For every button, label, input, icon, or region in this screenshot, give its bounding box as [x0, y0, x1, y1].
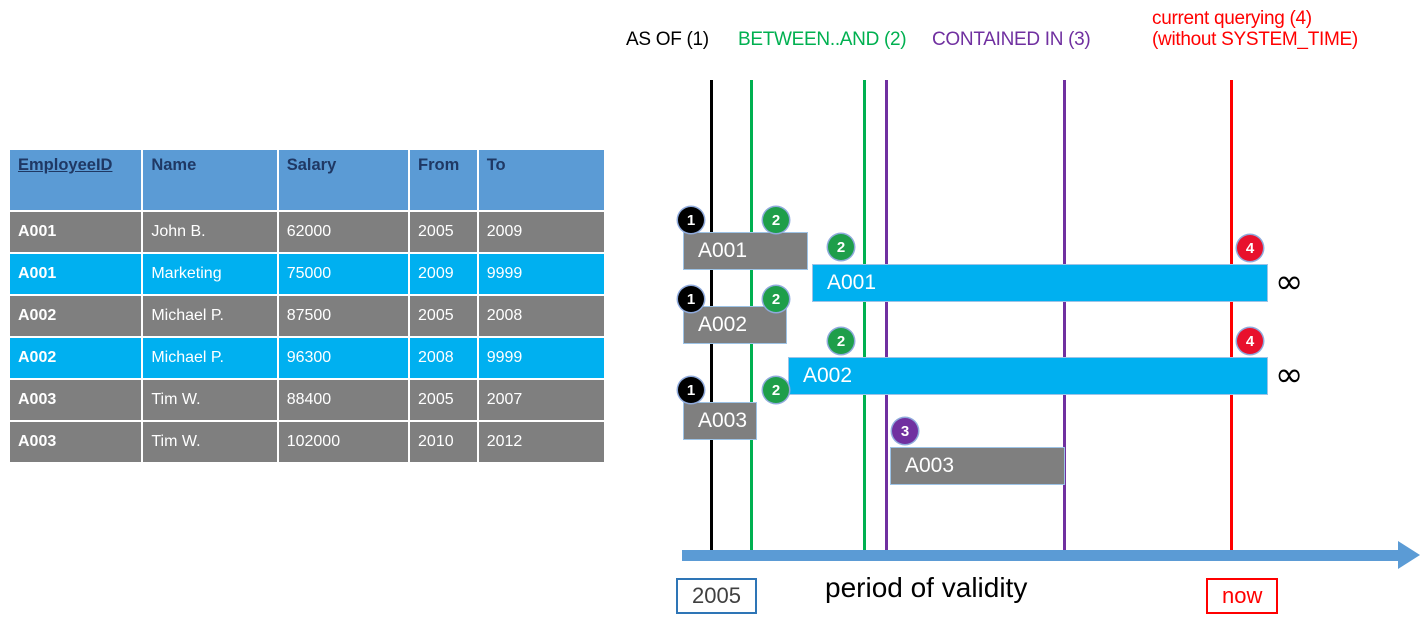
cell-salary: 102000: [278, 422, 409, 462]
cell-from: 2010: [410, 422, 477, 462]
column-header-from: From: [410, 150, 477, 210]
cell-name: Michael P.: [143, 338, 277, 378]
cell-to: 2009: [478, 212, 604, 252]
employee-history-table: EmployeeID Name Salary From To A001 John…: [8, 148, 606, 464]
cell-salary: 75000: [278, 254, 409, 294]
cell-from: 2005: [410, 212, 477, 252]
period-bar-a003-later: A003: [890, 447, 1065, 485]
period-bar-a002-historical: A002: [683, 306, 787, 344]
table-header-row: EmployeeID Name Salary From To: [10, 150, 604, 210]
table-row: A002 Michael P. 96300 2008 9999: [10, 338, 604, 378]
table-row: A003 Tim W. 88400 2005 2007: [10, 380, 604, 420]
cell-to: 9999: [478, 338, 604, 378]
legend-item-contained-in: CONTAINED IN (3): [932, 29, 1091, 50]
query-line-now: [1230, 80, 1233, 558]
badge-between-a002-start: 2: [763, 286, 789, 312]
cell-salary: 88400: [278, 380, 409, 420]
column-header-to: To: [478, 150, 604, 210]
cell-name: John B.: [143, 212, 277, 252]
cell-employee-id: A001: [10, 212, 142, 252]
period-bar-a001-historical: A001: [683, 232, 808, 270]
cell-name: Tim W.: [143, 380, 277, 420]
badge-as-of-a002: 1: [678, 286, 704, 312]
table-row: A002 Michael P. 87500 2005 2008: [10, 296, 604, 336]
time-axis-line: [682, 550, 1400, 561]
cell-employee-id: A003: [10, 380, 142, 420]
legend-item-current-querying: current querying (4) (without SYSTEM_TIM…: [1152, 8, 1358, 50]
table-row: A001 John B. 62000 2005 2009: [10, 212, 604, 252]
table-row: A003 Tim W. 102000 2010 2012: [10, 422, 604, 462]
cell-salary: 96300: [278, 338, 409, 378]
cell-employee-id: A001: [10, 254, 142, 294]
period-bar-a002-current: A002: [788, 357, 1268, 395]
badge-current-a001: 4: [1237, 235, 1263, 261]
cell-from: 2005: [410, 380, 477, 420]
time-axis-arrow-icon: [1398, 541, 1420, 569]
badge-between-a002-end: 2: [828, 328, 854, 354]
cell-employee-id: A002: [10, 338, 142, 378]
cell-to: 2008: [478, 296, 604, 336]
period-bar-a003-historical: A003: [683, 402, 757, 440]
cell-name: Michael P.: [143, 296, 277, 336]
legend-item-as-of: AS OF (1): [626, 29, 709, 50]
badge-between-a003-start: 2: [763, 377, 789, 403]
period-bar-a001-current: A001: [812, 264, 1268, 302]
badge-contained-in-a003: 3: [892, 418, 918, 444]
cell-to: 9999: [478, 254, 604, 294]
legend-item-between-and: BETWEEN..AND (2): [738, 29, 907, 50]
table-row: A001 Marketing 75000 2009 9999: [10, 254, 604, 294]
badge-as-of-a003: 1: [678, 377, 704, 403]
column-header-salary: Salary: [278, 150, 409, 210]
cell-to: 2007: [478, 380, 604, 420]
axis-title: period of validity: [825, 572, 1028, 603]
query-line-contained-end: [1063, 80, 1066, 558]
axis-now-label: now: [1206, 578, 1279, 614]
column-header-name: Name: [143, 150, 277, 210]
cell-salary: 87500: [278, 296, 409, 336]
axis-start-label: 2005: [676, 578, 757, 614]
infinity-symbol-a002: ∞: [1275, 355, 1304, 395]
legend-current-line-2: (without SYSTEM_TIME): [1152, 29, 1358, 50]
cell-to: 2012: [478, 422, 604, 462]
cell-name: Tim W.: [143, 422, 277, 462]
cell-from: 2008: [410, 338, 477, 378]
legend-current-line-1: current querying (4): [1152, 8, 1312, 29]
badge-current-a002: 4: [1237, 328, 1263, 354]
cell-name: Marketing: [143, 254, 277, 294]
cell-from: 2009: [410, 254, 477, 294]
cell-employee-id: A003: [10, 422, 142, 462]
query-type-legend: AS OF (1) BETWEEN..AND (2) CONTAINED IN …: [620, 6, 1428, 62]
cell-from: 2005: [410, 296, 477, 336]
cell-salary: 62000: [278, 212, 409, 252]
badge-between-a001-end: 2: [828, 234, 854, 260]
cell-employee-id: A002: [10, 296, 142, 336]
infinity-symbol-a001: ∞: [1275, 262, 1304, 302]
column-header-employee-id: EmployeeID: [10, 150, 142, 210]
badge-as-of-a001: 1: [678, 207, 704, 233]
query-line-contained-start: [885, 80, 888, 558]
temporal-query-timeline: AS OF (1) BETWEEN..AND (2) CONTAINED IN …: [620, 0, 1428, 637]
badge-between-a001-start: 2: [763, 207, 789, 233]
query-line-between-end: [863, 80, 866, 558]
